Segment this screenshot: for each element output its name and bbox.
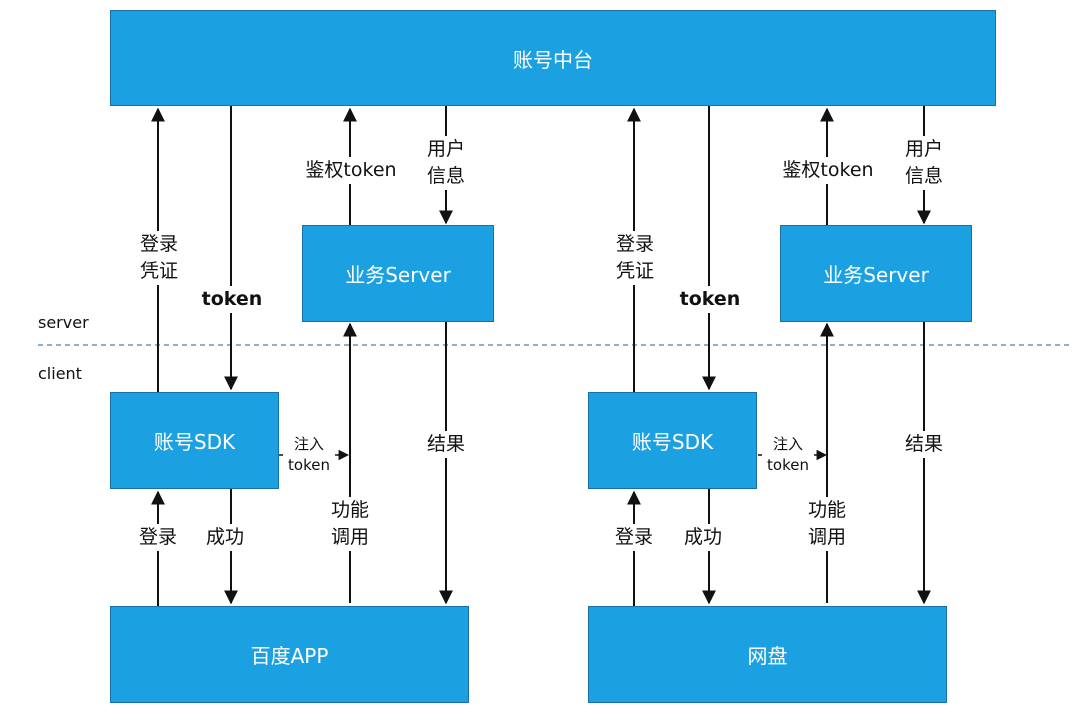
right-login-credential-label: 登录 凭证 — [612, 231, 658, 285]
left-func-call-label: 功能 调用 — [327, 497, 373, 551]
netdisk-box[interactable]: 网盘 — [588, 606, 947, 703]
right-login-label: 登录 — [611, 524, 657, 551]
left-login-credential-label: 登录 凭证 — [136, 231, 182, 285]
left-biz-server-box[interactable]: 业务Server — [302, 225, 494, 322]
left-result-label: 结果 — [423, 431, 469, 458]
server-zone-label: server — [38, 313, 89, 332]
right-biz-server-box[interactable]: 业务Server — [780, 225, 972, 322]
left-user-info-label: 用户 信息 — [423, 136, 469, 190]
left-account-sdk-box[interactable]: 账号SDK — [110, 392, 279, 489]
right-token-label: token — [679, 286, 741, 313]
left-success-label: 成功 — [202, 524, 248, 551]
right-success-label: 成功 — [680, 524, 726, 551]
right-account-sdk-box[interactable]: 账号SDK — [588, 392, 757, 489]
right-auth-token-label: 鉴权token — [773, 157, 883, 184]
left-inject-token-label: 注入 token — [285, 434, 333, 476]
left-token-label: token — [201, 286, 263, 313]
client-zone-label: client — [38, 364, 82, 383]
left-login-label: 登录 — [135, 524, 181, 551]
left-auth-token-label: 鉴权token — [296, 157, 406, 184]
account-center-box[interactable]: 账号中台 — [110, 10, 996, 106]
right-user-info-label: 用户 信息 — [901, 136, 947, 190]
right-result-label: 结果 — [901, 431, 947, 458]
baidu-app-box[interactable]: 百度APP — [110, 606, 469, 703]
right-func-call-label: 功能 调用 — [804, 497, 850, 551]
right-inject-token-label: 注入 token — [764, 434, 812, 476]
